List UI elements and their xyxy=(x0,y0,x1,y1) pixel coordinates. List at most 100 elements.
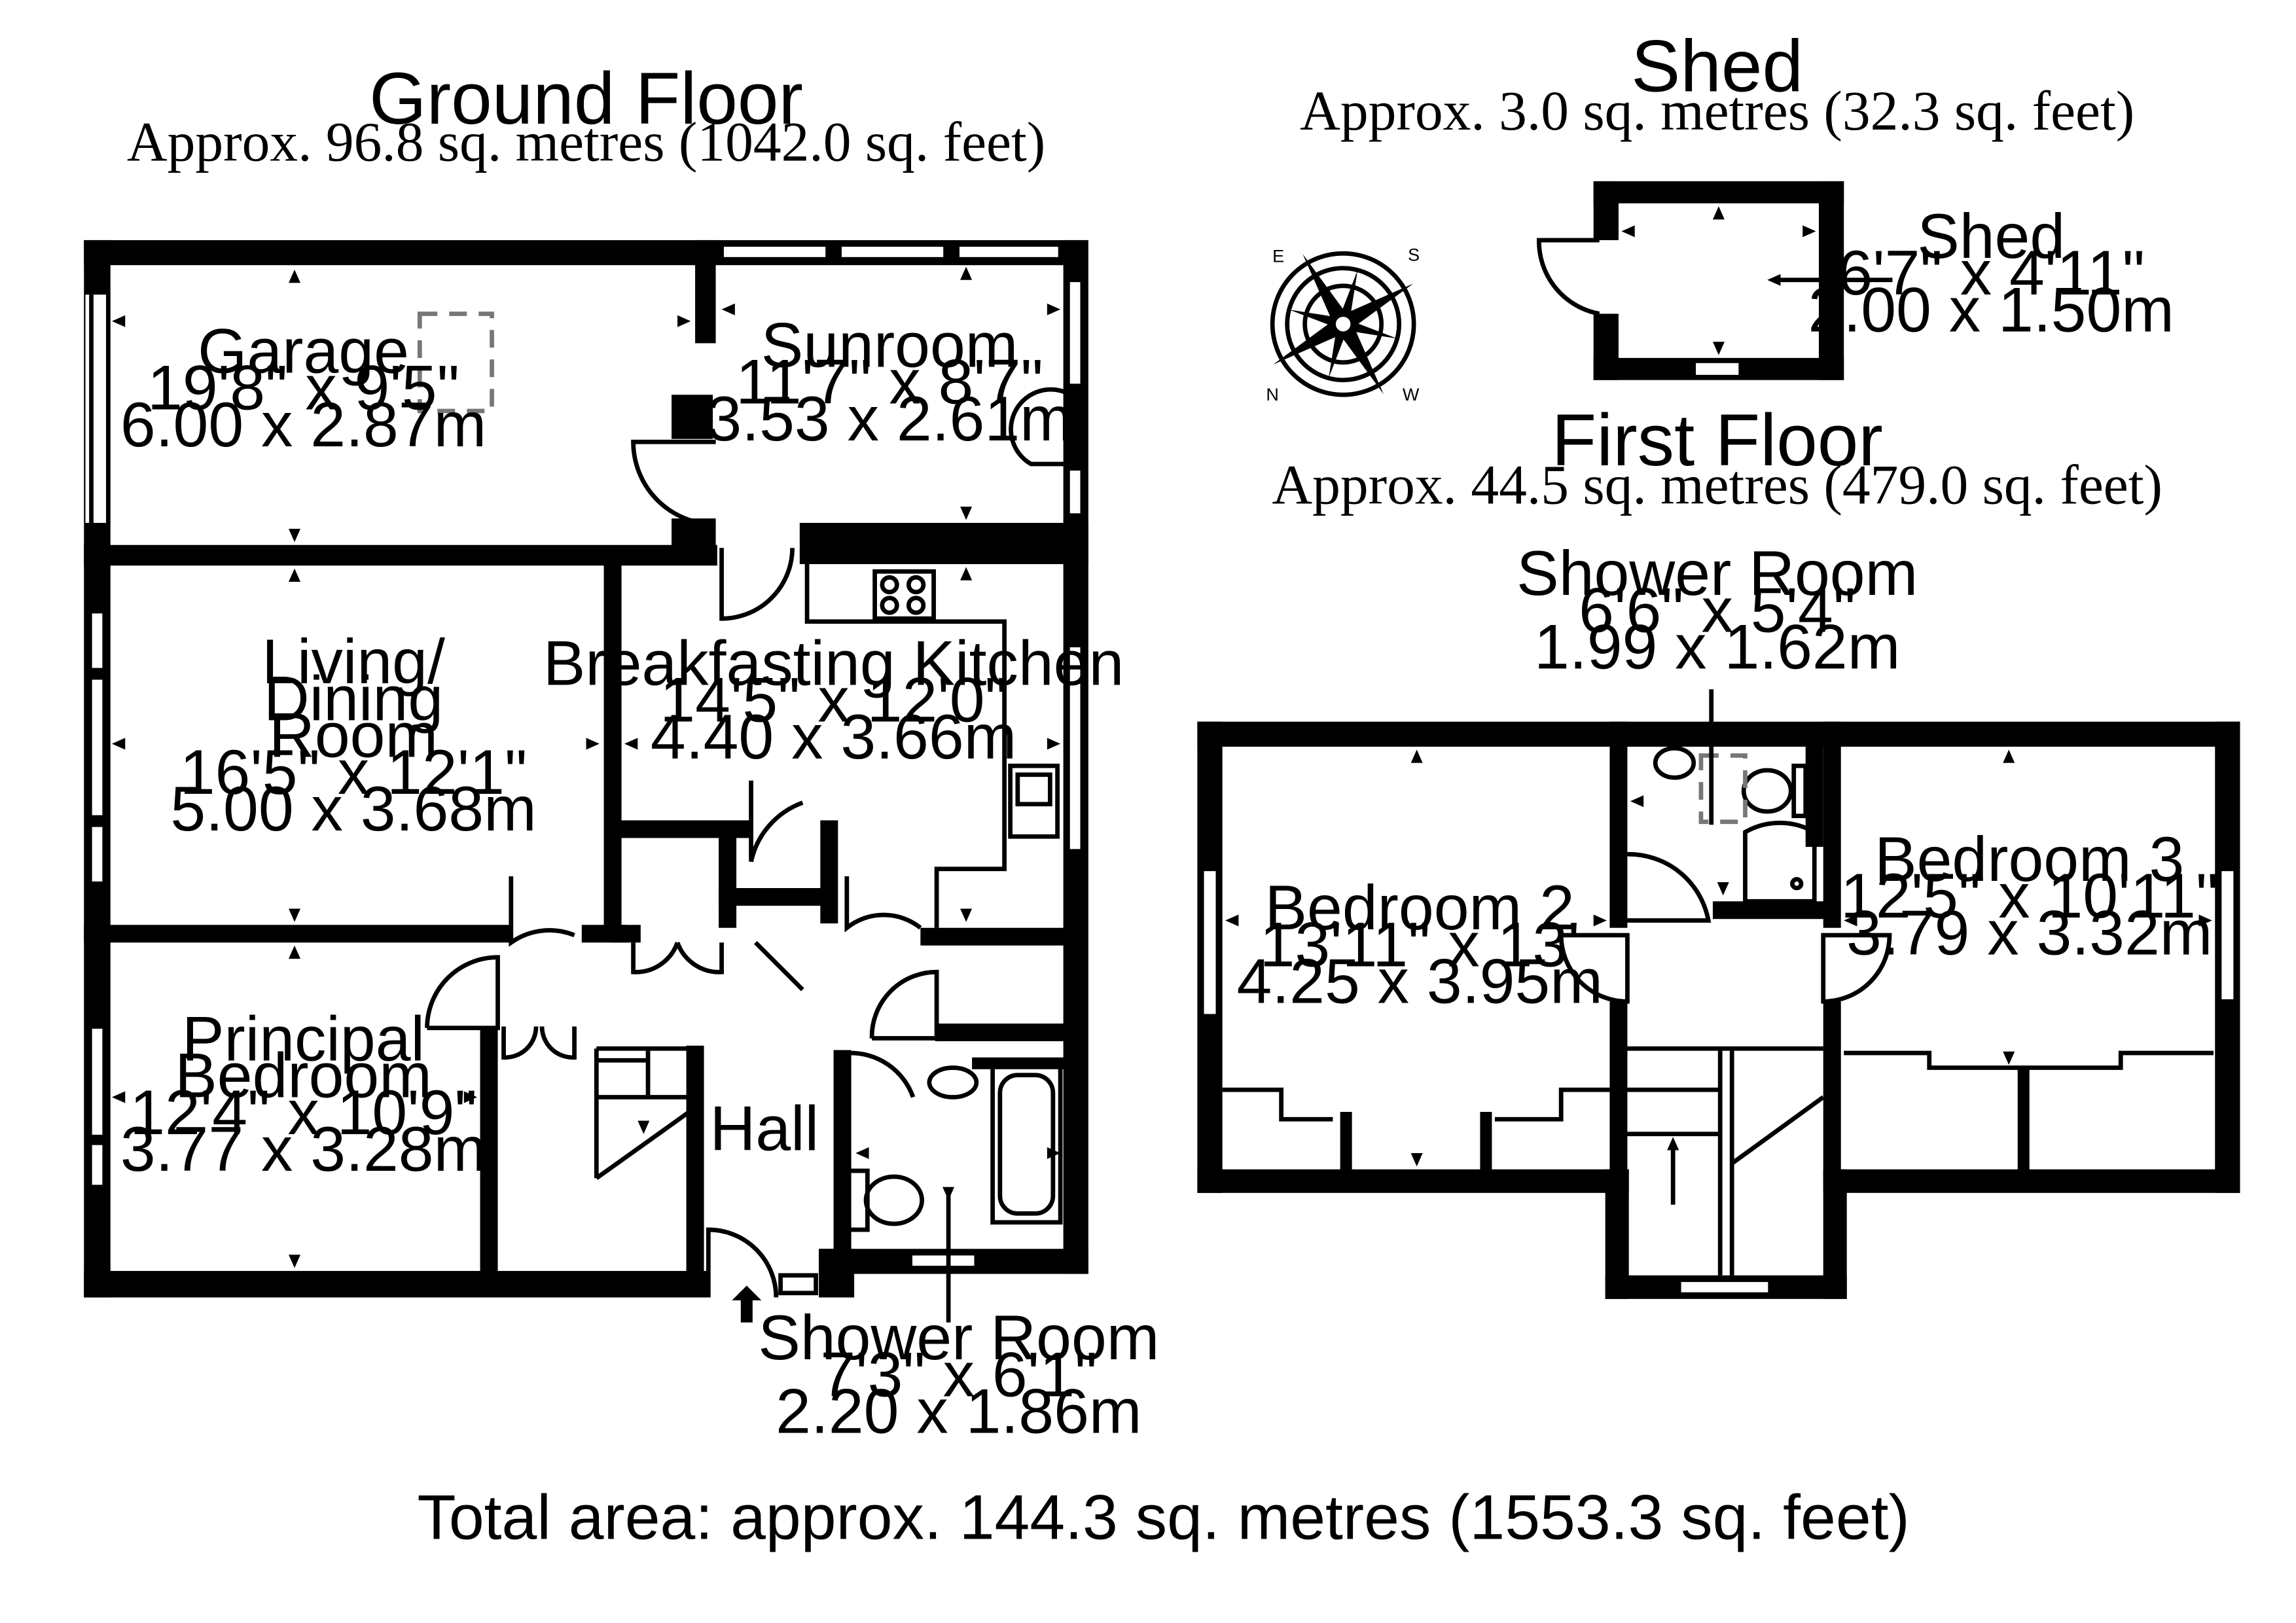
room-metric-size: 3.79 x 3.32m xyxy=(1846,897,2212,968)
room-name: Hall xyxy=(709,1093,819,1164)
ground-floor-wall xyxy=(920,927,1083,946)
bath-icon xyxy=(990,1063,1063,1225)
room-label-garage: Garage 19'8" x 9'5" 6.00 x 2.87m xyxy=(120,315,486,460)
room-label-living-dining: Living/ Dining Room 16'5" x 12'1" 5.00 x… xyxy=(170,626,536,844)
sink-icon xyxy=(1008,763,1060,839)
room-name: Living/ xyxy=(262,626,445,697)
room-imperial-size: 6'6" x 5'4" xyxy=(1579,574,1856,645)
hob-icon xyxy=(872,569,936,621)
first-floor-wall xyxy=(1197,1169,1629,1193)
door-swing xyxy=(501,1026,577,1060)
ground-floor-wall xyxy=(719,888,822,906)
door-swing xyxy=(749,780,804,863)
room-imperial-size: 11'7" x 8'7" xyxy=(736,346,1043,418)
ground-floor-wall xyxy=(84,925,511,943)
window xyxy=(719,242,830,262)
window xyxy=(87,609,107,673)
room-name: Sunroom xyxy=(761,309,1018,380)
first-floor-title: First Floor xyxy=(1552,399,1883,481)
window xyxy=(1691,359,1744,380)
room-metric-size: 3.77 x 3.28m xyxy=(120,1113,486,1185)
shed-area: Approx. 3.0 sq. metres (32.3 sq. feet) xyxy=(1300,80,2134,142)
shed-wall xyxy=(1593,313,1619,380)
toilet-icon xyxy=(844,1168,924,1232)
window xyxy=(908,1251,979,1270)
shower-tray-icon xyxy=(1743,821,1817,904)
window xyxy=(87,675,107,820)
ground-floor-wall xyxy=(719,825,737,928)
door-swing xyxy=(719,548,795,621)
shed-plan xyxy=(1537,181,1893,380)
door-swing xyxy=(846,1050,916,1120)
room-label-first-shower-room: Shower Room 6'6" x 5'4" 1.99 x 1.62m xyxy=(1516,537,1918,683)
dimension-markers xyxy=(112,266,1061,1268)
room-label-ground-shower-room: Shower Room 7'3" x 6'1" 2.20 x 1.86m xyxy=(758,1302,1159,1447)
first-floor-wall xyxy=(1340,1112,1352,1174)
first-floor-wall xyxy=(1823,721,1841,928)
room-name: Shed xyxy=(1917,200,2065,272)
loft-hatch xyxy=(1698,753,1748,825)
kitchen-worktop xyxy=(804,563,1007,928)
room-label-kitchen: Breakfasting Kitchen 14'5" x 12'0" 4.40 … xyxy=(543,627,1124,772)
room-name: Bedroom 3 xyxy=(1874,823,2184,895)
door-swing xyxy=(1627,851,1712,923)
door-swing xyxy=(631,439,716,527)
room-label-sunroom: Sunroom 11'7" x 8'7" 3.53 x 2.61m xyxy=(706,309,1072,454)
room-imperial-size: 6'7" x 4'11" xyxy=(1837,237,2145,308)
room-name: Principal xyxy=(182,1003,425,1074)
entrance-arrow-icon xyxy=(732,1285,762,1323)
compass-rose-icon: N E S W xyxy=(1266,245,1420,404)
first-floor-plan xyxy=(1197,689,2240,1299)
window xyxy=(87,822,107,886)
room-label-bedroom-2: Bedroom 2 13'11" x 13' 4.25 x 3.95m xyxy=(1236,872,1602,1017)
staircase xyxy=(594,1046,692,1181)
window xyxy=(2217,866,2238,1004)
room-metric-size: 2.00 x 1.50m xyxy=(1808,274,2174,345)
ground-floor-wall xyxy=(672,395,713,439)
first-floor-wall xyxy=(1609,721,1628,928)
basin-icon xyxy=(927,1065,979,1099)
first-floor-wall xyxy=(1823,1001,1841,1179)
window xyxy=(1065,277,1085,389)
shed-wall xyxy=(1593,181,1619,240)
room-metric-size: 3.53 x 2.61m xyxy=(706,383,1072,454)
door-swing xyxy=(631,942,724,974)
room-label-principal-bedroom: Principal Bedroom 12'4" x 10'9" 3.77 x 3… xyxy=(120,1003,486,1185)
room-label-bedroom-3: Bedroom 3 12'5" x 10'11" 3.79 x 3.32m xyxy=(1840,823,2218,969)
first-floor-wall xyxy=(1712,901,1831,919)
room-metric-size: 5.00 x 3.68m xyxy=(170,773,536,844)
shed-wall xyxy=(1593,181,1844,204)
ground-floor-wall xyxy=(603,560,622,938)
window xyxy=(837,242,948,262)
window xyxy=(1199,866,1221,1019)
room-label-shed: Shed 6'7" x 4'11" 2.00 x 1.50m xyxy=(1808,200,2174,346)
first-floor-wall xyxy=(1823,1169,2240,1193)
room-name: Breakfasting Kitchen xyxy=(543,627,1124,698)
ground-floor-wall xyxy=(611,925,641,943)
ground-floor-wall xyxy=(799,522,1088,564)
garage-door-opening xyxy=(85,294,107,523)
ground-floor-title: Ground Floor xyxy=(369,57,803,139)
total-area: Total area: approx. 144.3 sq. metres (15… xyxy=(417,1482,1909,1553)
door-swing xyxy=(1537,238,1600,316)
compass-east-label: E xyxy=(1272,247,1284,266)
room-metric-size: 2.20 x 1.86m xyxy=(776,1376,1141,1447)
first-floor-wall xyxy=(1197,721,2240,747)
room-label-hall: Hall xyxy=(709,1093,819,1164)
door-swing xyxy=(509,876,575,947)
first-floor-area: Approx. 44.5 sq. metres (479.0 sq. feet) xyxy=(1272,455,2162,516)
window xyxy=(1676,1277,1773,1297)
ground-floor-wall xyxy=(480,1026,498,1277)
room-imperial-size: 7'3" x 6'1" xyxy=(820,1338,1097,1410)
room-name: Garage xyxy=(198,315,409,386)
door-swing xyxy=(1558,933,1630,1004)
ground-floor-area: Approx. 96.8 sq. metres (1042.0 sq. feet… xyxy=(127,111,1045,173)
room-imperial-size: 13'11" x 13' xyxy=(1260,908,1580,980)
door-swing xyxy=(706,1227,779,1298)
window xyxy=(1065,643,1085,854)
room-imperial-size: 12'4" x 10'9" xyxy=(130,1077,477,1148)
room-name: Bedroom 2 xyxy=(1265,872,1575,943)
room-metric-size: 4.25 x 3.95m xyxy=(1236,946,1602,1017)
ground-floor-wall xyxy=(84,544,717,566)
